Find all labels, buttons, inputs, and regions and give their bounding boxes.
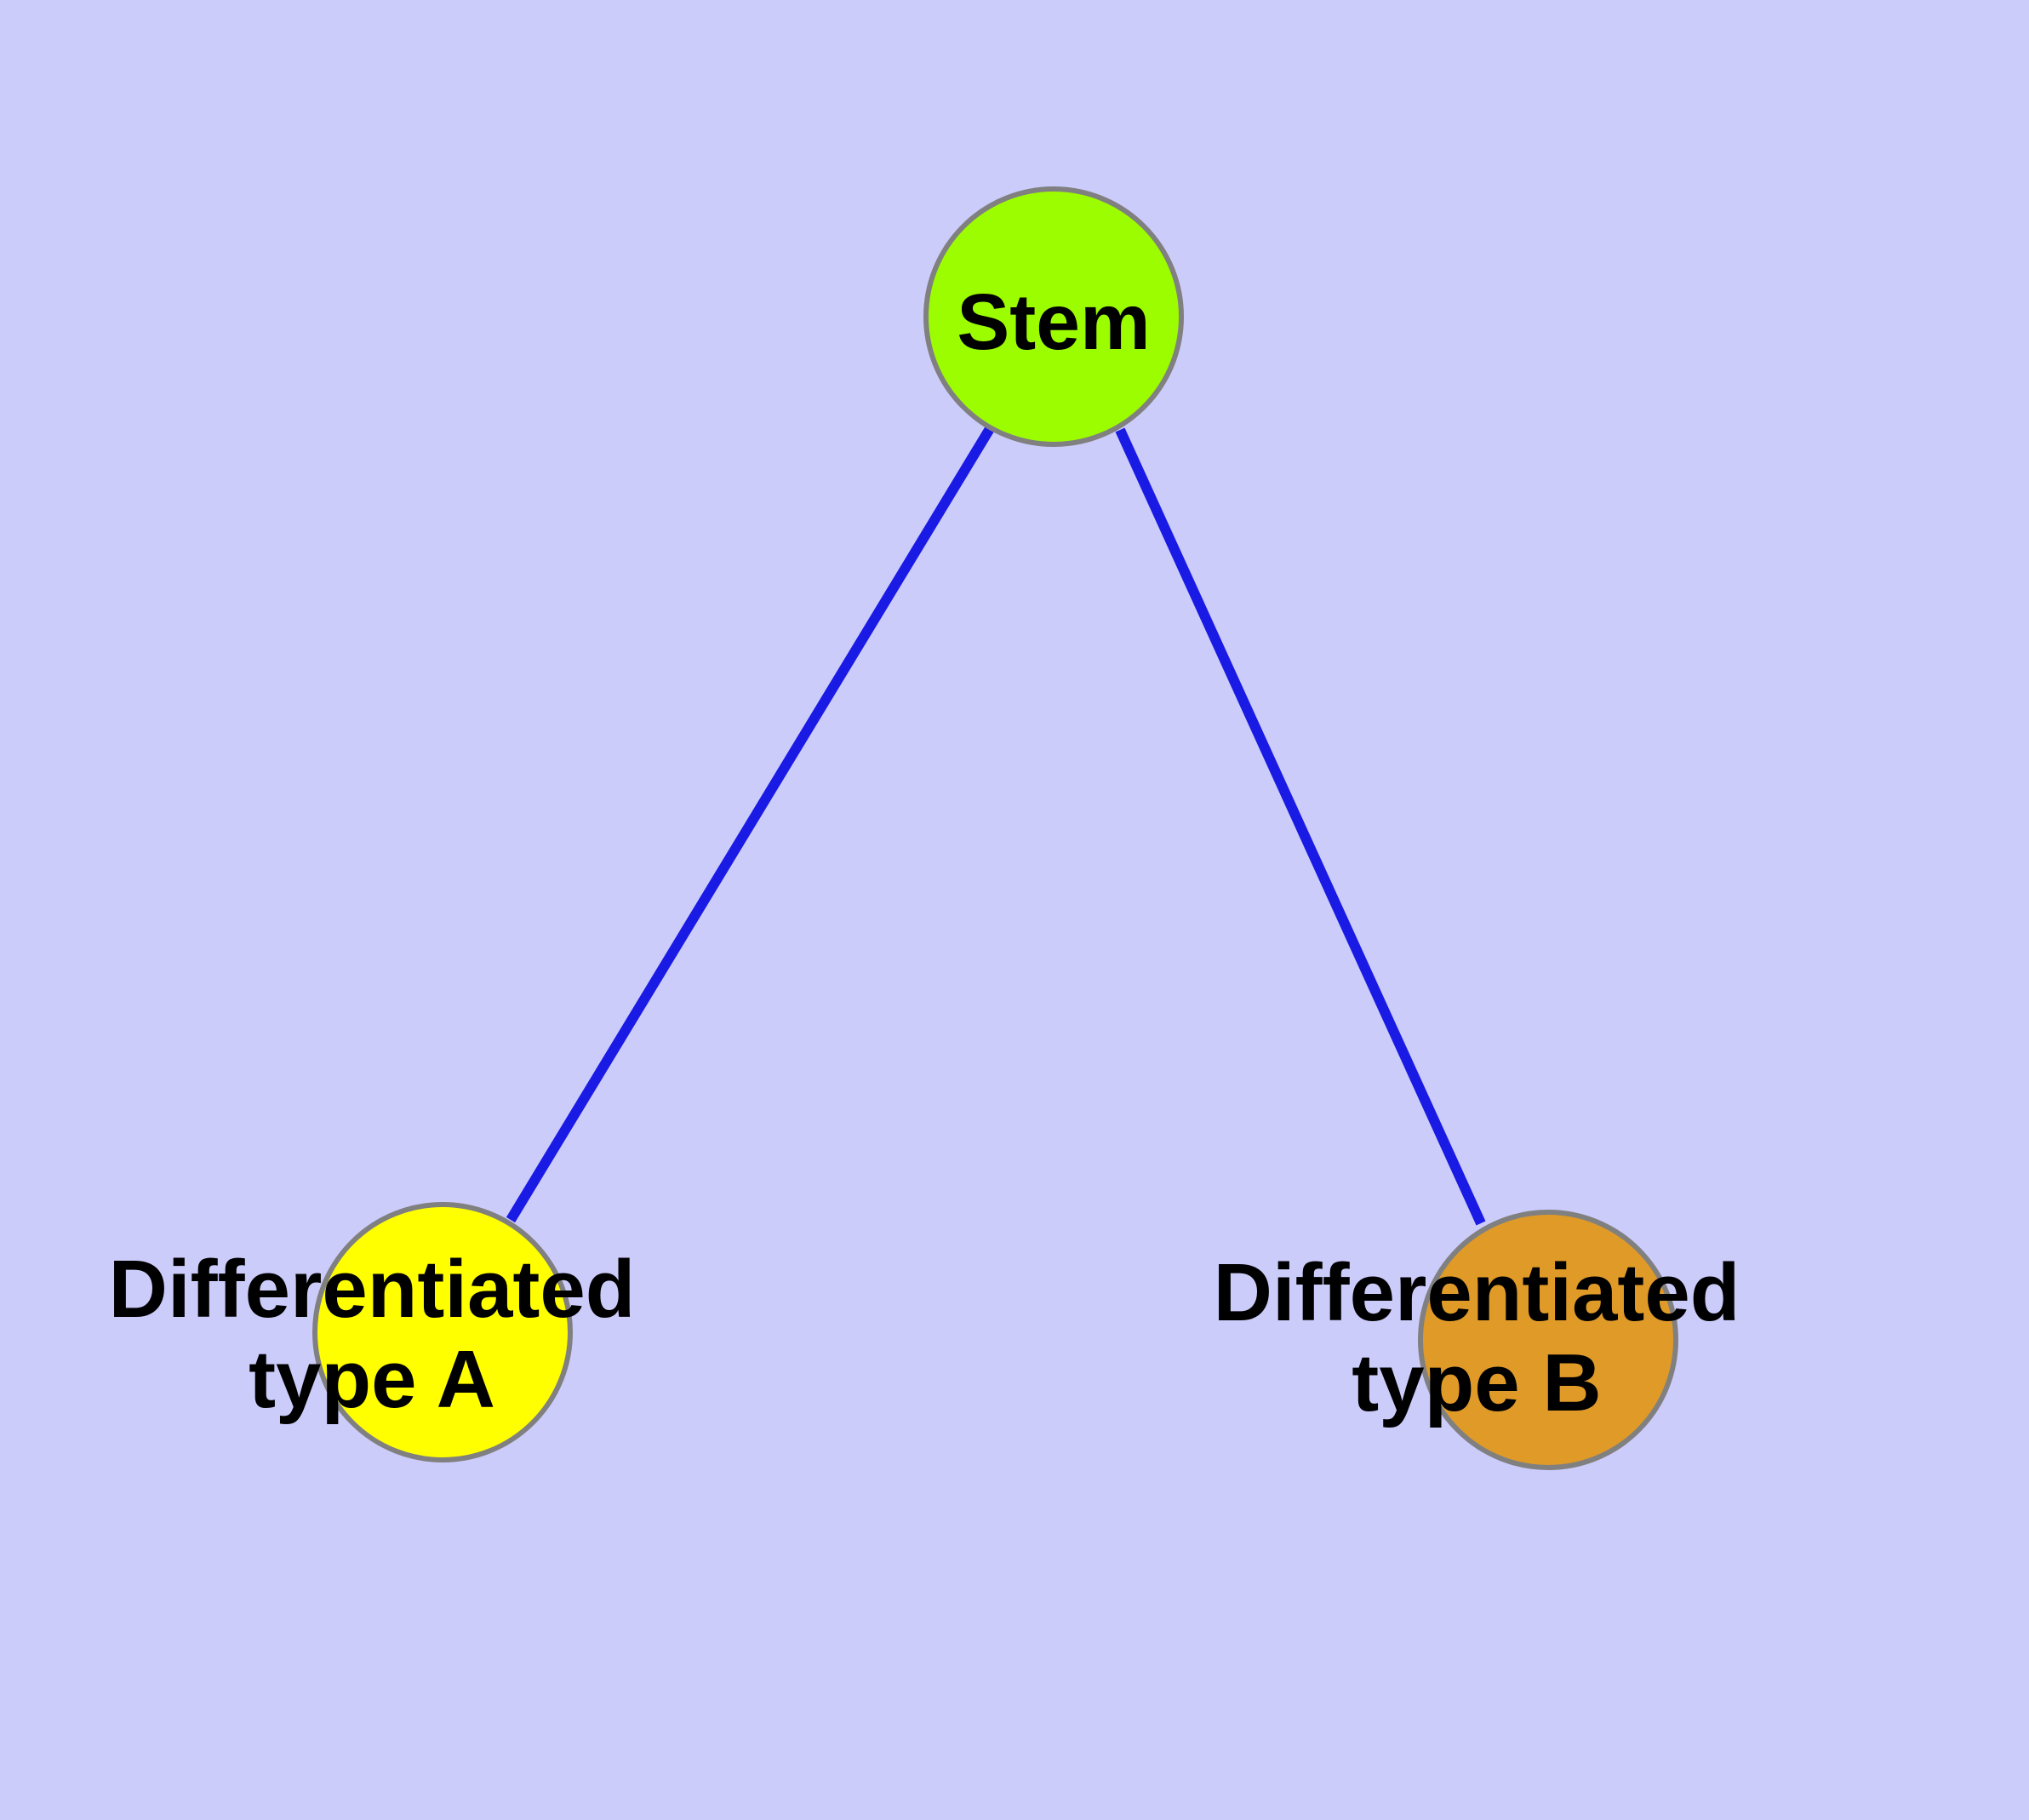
node-differentiated-type-a-circle[interactable] xyxy=(312,1202,573,1462)
node-layer xyxy=(312,186,1678,1470)
node-differentiated-type-a[interactable] xyxy=(312,1202,573,1462)
label-layer: Stem Differentiated type A Differentiate… xyxy=(109,278,1740,1428)
edge-stem-to-differentiated-type-a[interactable] xyxy=(506,424,996,1223)
node-stem-label-line1: Stem xyxy=(957,278,1150,366)
node-differentiated-type-b-circle[interactable] xyxy=(1418,1210,1678,1470)
node-stem[interactable] xyxy=(923,186,1184,447)
edge-stem-to-differentiated-type-b[interactable] xyxy=(1115,427,1486,1226)
edge-layer xyxy=(506,424,1486,1226)
node-differentiated-type-b[interactable] xyxy=(1418,1210,1678,1470)
node-differentiated-type-b-label-line2: type B xyxy=(1352,1337,1601,1428)
node-stem-circle[interactable] xyxy=(923,186,1184,447)
node-differentiated-type-a-label-line2: type A xyxy=(249,1334,495,1425)
node-differentiated-type-a-label-line1: Differentiated xyxy=(109,1244,636,1335)
node-differentiated-type-b-label-line1: Differentiated xyxy=(1214,1247,1740,1338)
